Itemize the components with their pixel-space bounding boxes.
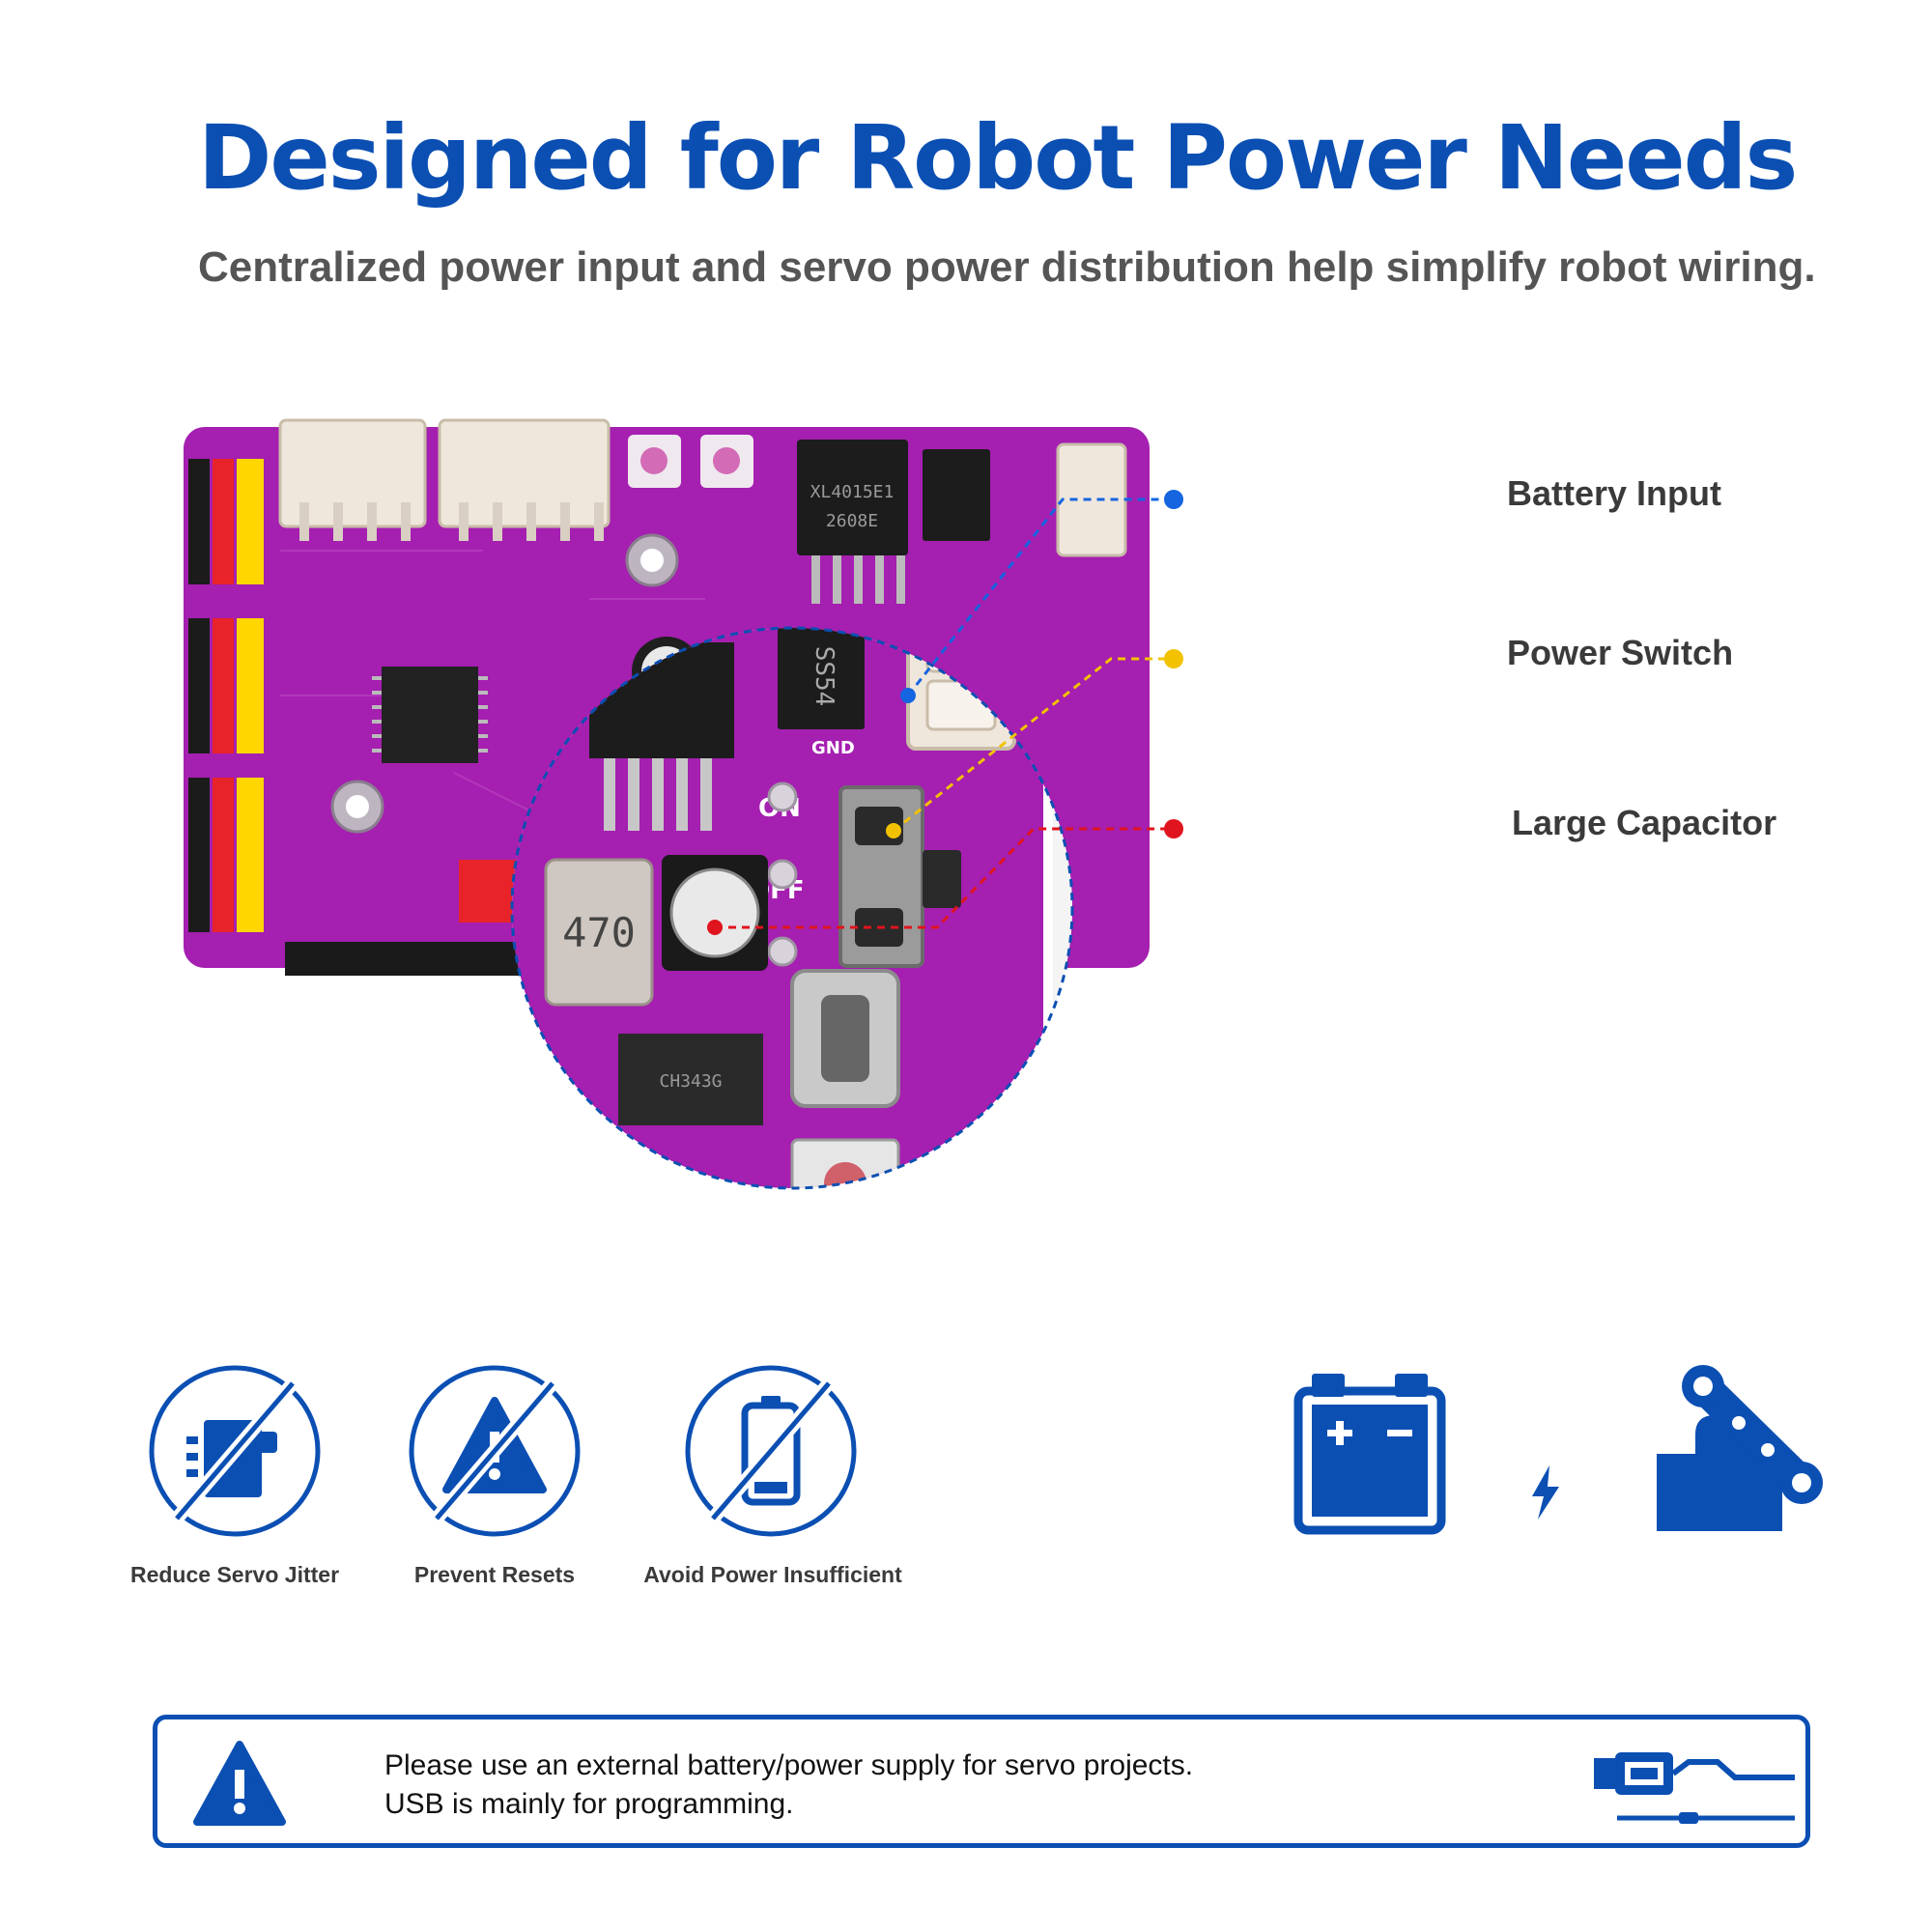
gnd-silk: GND [811,738,855,758]
notice-line-1: Please use an external battery/power sup… [384,1749,1194,1781]
controller-board-image: XL4015E1 2608E [184,418,1183,1190]
notice-box: Please use an external battery/power sup… [153,1715,1810,1848]
power-switch-line [893,657,1174,833]
battery-crossed-icon [685,1365,857,1537]
diode-silk: SS54 [810,646,838,707]
switch-lever [923,850,961,908]
magnifier-outline [510,626,1074,1190]
page-title: Designed for Robot Power Needs [198,106,1798,210]
inductor-silk: 470 [562,909,636,956]
battery-input-line [906,497,1174,696]
notice-text: Please use an external battery/power sup… [384,1747,1193,1824]
connector-x1 [438,418,611,528]
usb-chip-silk: CH343G [659,1071,722,1092]
power-switch-dot [1164,649,1183,668]
servo-arm-icon [1657,1365,1823,1531]
usb-chip [618,1034,763,1125]
header-group-3 [188,778,264,932]
reset-button [790,1138,900,1188]
feature-avoid-power-insufficient: Avoid Power Insufficient [643,1562,902,1587]
regulator-chip [797,440,908,555]
inductor [544,858,654,1007]
feature-prevent-resets: Prevent Resets [413,1562,576,1587]
header-group-1 [188,459,264,584]
lightning-icon [1532,1465,1559,1520]
callout-power-switch: Power Switch [1507,633,1734,672]
magnified-view: SS54 GND ON OFF 470 [512,628,1072,1188]
connector-x2 [278,418,427,528]
servo-headers [188,459,264,932]
board-illustration: XL4015E1 2608E [164,406,1459,1294]
large-capacitor-line [715,827,1174,929]
large-capacitor-dot [1164,819,1183,838]
regulator-code-silk: 2608E [826,511,878,531]
warning-icon [193,1741,286,1826]
callout-battery-input: Battery Input [1507,473,1722,513]
battery-input-dot [1164,490,1183,509]
servo-crossed-icon [149,1365,321,1537]
regulator-silk: XL4015E1 [810,482,895,502]
mcu-chip [382,667,478,763]
battery-icon [1293,1374,1446,1535]
feature-reduce-servo-jitter: Reduce Servo Jitter [129,1562,340,1587]
notice-line-2: USB is mainly for programming. [384,1788,794,1820]
callout-large-capacitor: Large Capacitor [1512,803,1777,842]
diode-ss54 [923,449,990,541]
warning-crossed-icon [409,1365,581,1537]
usb-cable-icon [1594,1752,1795,1824]
page-subtitle: Centralized power input and servo power … [198,243,1816,291]
header-group-2 [188,618,264,753]
